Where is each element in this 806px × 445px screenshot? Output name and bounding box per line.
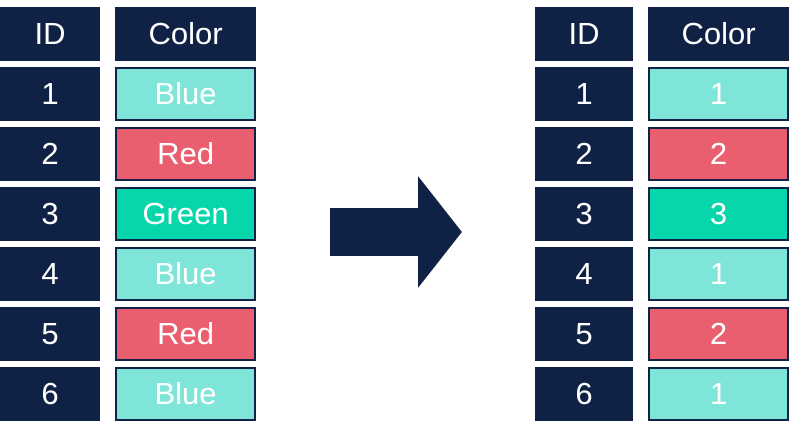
color-header: Color: [115, 7, 256, 61]
right-arrow-icon: [330, 176, 462, 288]
color-cell: Blue: [115, 367, 256, 421]
color-code-cell: 2: [648, 307, 789, 361]
id-cell: 4: [535, 247, 633, 301]
id-cell: 2: [0, 127, 100, 181]
id-cell: 6: [535, 367, 633, 421]
color-code-cell: 3: [648, 187, 789, 241]
color-code-cell: 1: [648, 247, 789, 301]
color-code-cell: 1: [648, 67, 789, 121]
id-cell: 3: [535, 187, 633, 241]
color-cell: Red: [115, 307, 256, 361]
color-cell: Red: [115, 127, 256, 181]
color-code-cell: 2: [648, 127, 789, 181]
color-code-cell: 1: [648, 367, 789, 421]
id-cell: 5: [535, 307, 633, 361]
id-cell: 2: [535, 127, 633, 181]
color-header: Color: [648, 7, 789, 61]
id-cell: 3: [0, 187, 100, 241]
color-cell: Green: [115, 187, 256, 241]
color-cell: Blue: [115, 247, 256, 301]
id-cell: 1: [535, 67, 633, 121]
id-header: ID: [0, 7, 100, 61]
id-cell: 6: [0, 367, 100, 421]
id-cell: 1: [0, 67, 100, 121]
id-header: ID: [535, 7, 633, 61]
id-cell: 4: [0, 247, 100, 301]
id-cell: 5: [0, 307, 100, 361]
color-cell: Blue: [115, 67, 256, 121]
